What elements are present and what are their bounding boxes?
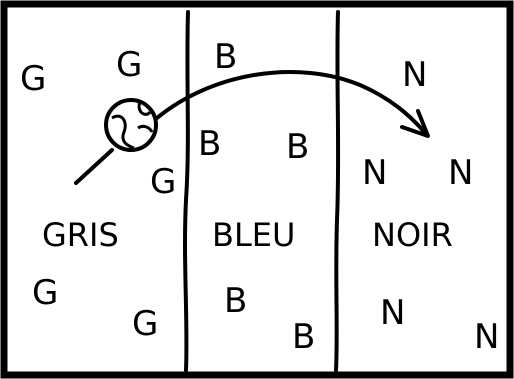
zone-label-noir: NOIR xyxy=(372,216,453,254)
letter-b-3: B xyxy=(286,127,309,167)
letter-n-5: N xyxy=(474,317,499,357)
letter-n-1: N xyxy=(402,55,427,95)
letter-g-2: G xyxy=(116,45,142,85)
letter-b-4: B xyxy=(224,281,247,321)
letter-g-4: G xyxy=(32,273,58,313)
letter-b-1: B xyxy=(214,37,237,77)
letter-g-3: G xyxy=(150,162,176,202)
divider-left xyxy=(185,12,188,370)
letter-n-3: N xyxy=(448,153,473,193)
letter-b-5: B xyxy=(292,317,315,357)
frame-border xyxy=(4,4,510,375)
divider-right xyxy=(336,12,338,370)
letter-n-4: N xyxy=(380,293,405,333)
letter-g-1: G xyxy=(20,59,46,99)
zone-label-bleu: BLEU xyxy=(212,216,295,254)
letter-g-5: G xyxy=(132,304,158,344)
ball-icon xyxy=(106,100,156,150)
zone-label-gris: GRIS xyxy=(42,216,119,254)
letter-b-2: B xyxy=(198,124,221,164)
letter-n-2: N xyxy=(362,153,387,193)
